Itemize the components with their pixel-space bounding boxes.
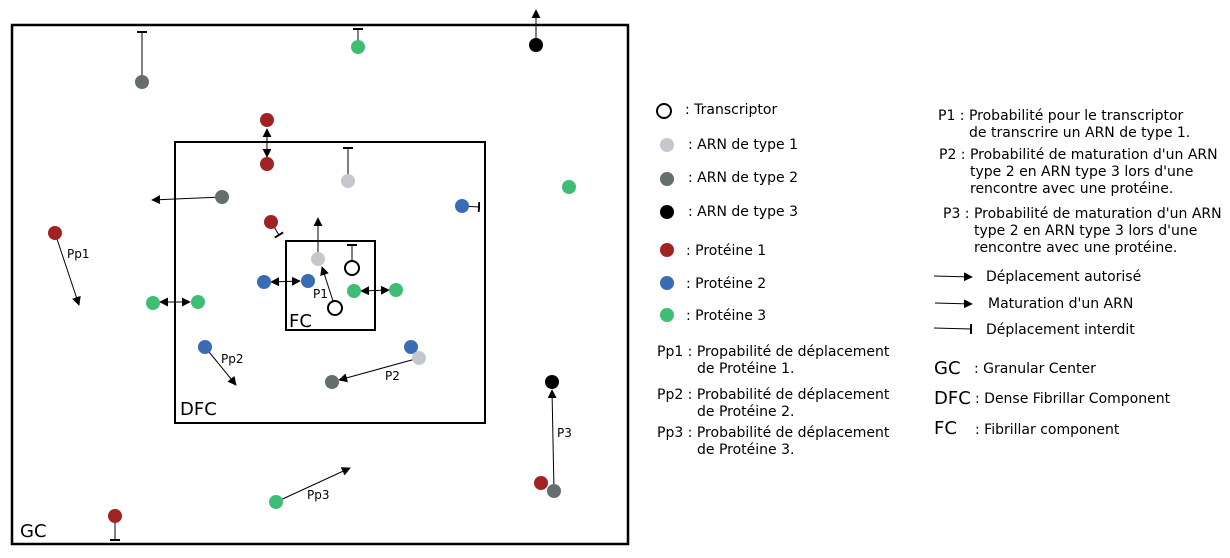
legend-p3-line1: P3 : Probabilité de maturation d'un ARN <box>943 206 1222 222</box>
pp1-label: Pp1 <box>67 247 90 261</box>
legend-dfc-def: : Dense Fibrillar Component <box>975 391 1171 407</box>
legend-fc-def: : Fibrillar component <box>975 422 1120 438</box>
protein2-particle <box>301 274 315 288</box>
fc-label: FC <box>289 311 312 332</box>
dfc-label: DFC <box>180 399 217 420</box>
rna2-particle <box>215 190 229 204</box>
legend-protein2: : Protéine 2 <box>686 276 766 292</box>
pp1-arrow <box>54 232 81 306</box>
protein2-pair-allowed <box>270 276 301 287</box>
protein1-legend-icon <box>660 243 674 257</box>
legend-move-forbidden: Déplacement interdit <box>986 322 1135 338</box>
protein3-particle <box>347 284 361 298</box>
legend-p3-line3: rencontre avec une protéine. <box>974 240 1177 256</box>
protein1-particle <box>48 226 62 240</box>
move-forbidden-sample <box>933 323 973 335</box>
legend-gc-abbr: GC <box>934 358 961 379</box>
legend-rna3: : ARN de type 3 <box>688 204 798 220</box>
p1-label: P1 <box>313 287 328 301</box>
protein2-legend-icon <box>660 276 674 290</box>
legend-protein1: : Protéine 1 <box>686 243 766 259</box>
maturation-sample <box>934 299 973 309</box>
legend-gc-def: : Granular Center <box>974 361 1096 377</box>
rna2-particle <box>135 75 149 89</box>
legend-dfc-abbr: DFC <box>934 388 971 409</box>
protein3-particle <box>351 40 365 54</box>
legend-fc-abbr: FC <box>934 418 957 439</box>
protein1-particle <box>260 113 274 127</box>
legend-pp1-line2: de Protéine 1. <box>697 361 794 377</box>
legend-pp3-line2: de Protéine 3. <box>697 442 794 458</box>
dfc-region <box>174 141 486 424</box>
protein3-particle <box>269 495 283 509</box>
protein3-legend-icon <box>660 308 674 322</box>
legend-p1-line2: de transcrire un ARN de type 1. <box>969 125 1190 141</box>
pp2-label: Pp2 <box>221 352 244 366</box>
protein3-particle <box>191 295 205 309</box>
legend-pp2-line2: de Protéine 2. <box>697 404 794 420</box>
pp3-label: Pp3 <box>307 488 330 502</box>
particles <box>48 38 576 523</box>
pp3-arrow <box>275 467 351 503</box>
protein1-particle <box>534 476 548 490</box>
p2-arrow <box>338 357 420 383</box>
rna1-particle <box>311 252 325 266</box>
legend-maturation: Maturation d'un ARN <box>988 296 1133 312</box>
rna1-legend-icon <box>660 138 674 152</box>
rna3-legend-icon <box>660 205 674 219</box>
legend-p2-line1: P2 : Probabilité de maturation d'un ARN <box>939 147 1218 163</box>
protein3-particle <box>146 296 160 310</box>
rna3-particle <box>545 375 559 389</box>
protein2-particle <box>198 340 212 354</box>
p2-label: P2 <box>385 369 400 383</box>
legend-p3-line2: type 2 en ARN type 3 lors d'une <box>974 223 1197 239</box>
rna3-particle <box>529 38 543 52</box>
protein1-particle <box>108 509 122 523</box>
protein2-particle <box>404 340 418 354</box>
p3-arrow <box>547 389 557 492</box>
rna2-legend-icon <box>660 172 674 186</box>
legend-rna1: : ARN de type 1 <box>688 137 798 153</box>
rna1-particle <box>412 351 426 365</box>
legend-p2-line2: type 2 en ARN type 3 lors d'une <box>970 164 1193 180</box>
gc-region <box>10 23 630 546</box>
rna1-particle <box>341 174 355 188</box>
protein1-particle <box>264 215 278 229</box>
protein2-particle <box>455 199 469 213</box>
legend-rna2: : ARN de type 2 <box>688 170 798 186</box>
legend-line-samples <box>933 272 973 335</box>
protein1-particle <box>260 157 274 171</box>
legend-symbols <box>656 103 674 322</box>
pp2-arrow <box>204 346 237 386</box>
protein3-fc-pair-allowed <box>360 285 390 296</box>
p1-arrow <box>320 266 334 302</box>
rna2-particle <box>325 375 339 389</box>
legend-pp2-line1: Pp2 : Probabilité de déplacement <box>657 387 890 403</box>
legend-move-allowed: Déplacement autorisé <box>986 269 1141 285</box>
transcriptor-particle <box>344 260 360 276</box>
transcriptor-legend-icon <box>656 103 672 119</box>
gc-label: GC <box>20 521 47 542</box>
rna2-dfc-allowed <box>151 195 223 205</box>
rna2-particle <box>547 484 561 498</box>
protein3-particle <box>389 283 403 297</box>
protein2-particle <box>257 275 271 289</box>
transcriptor-particle <box>327 300 343 316</box>
move-allowed-sample <box>933 272 973 282</box>
legend-protein3: : Protéine 3 <box>686 308 766 324</box>
legend-p2-line3: rencontre avec une protéine. <box>970 181 1173 197</box>
legend-pp1-line1: Pp1 : Propabilité de déplacement <box>657 344 890 360</box>
protein3-particle <box>562 180 576 194</box>
legend-pp3-line1: Pp3 : Probabilité de déplacement <box>657 425 890 441</box>
p3-label: P3 <box>557 426 572 440</box>
legend-transcriptor: : Transcriptor <box>685 102 777 118</box>
legend-p1-line1: P1 : Probabilité pour le transcriptor <box>938 108 1184 124</box>
